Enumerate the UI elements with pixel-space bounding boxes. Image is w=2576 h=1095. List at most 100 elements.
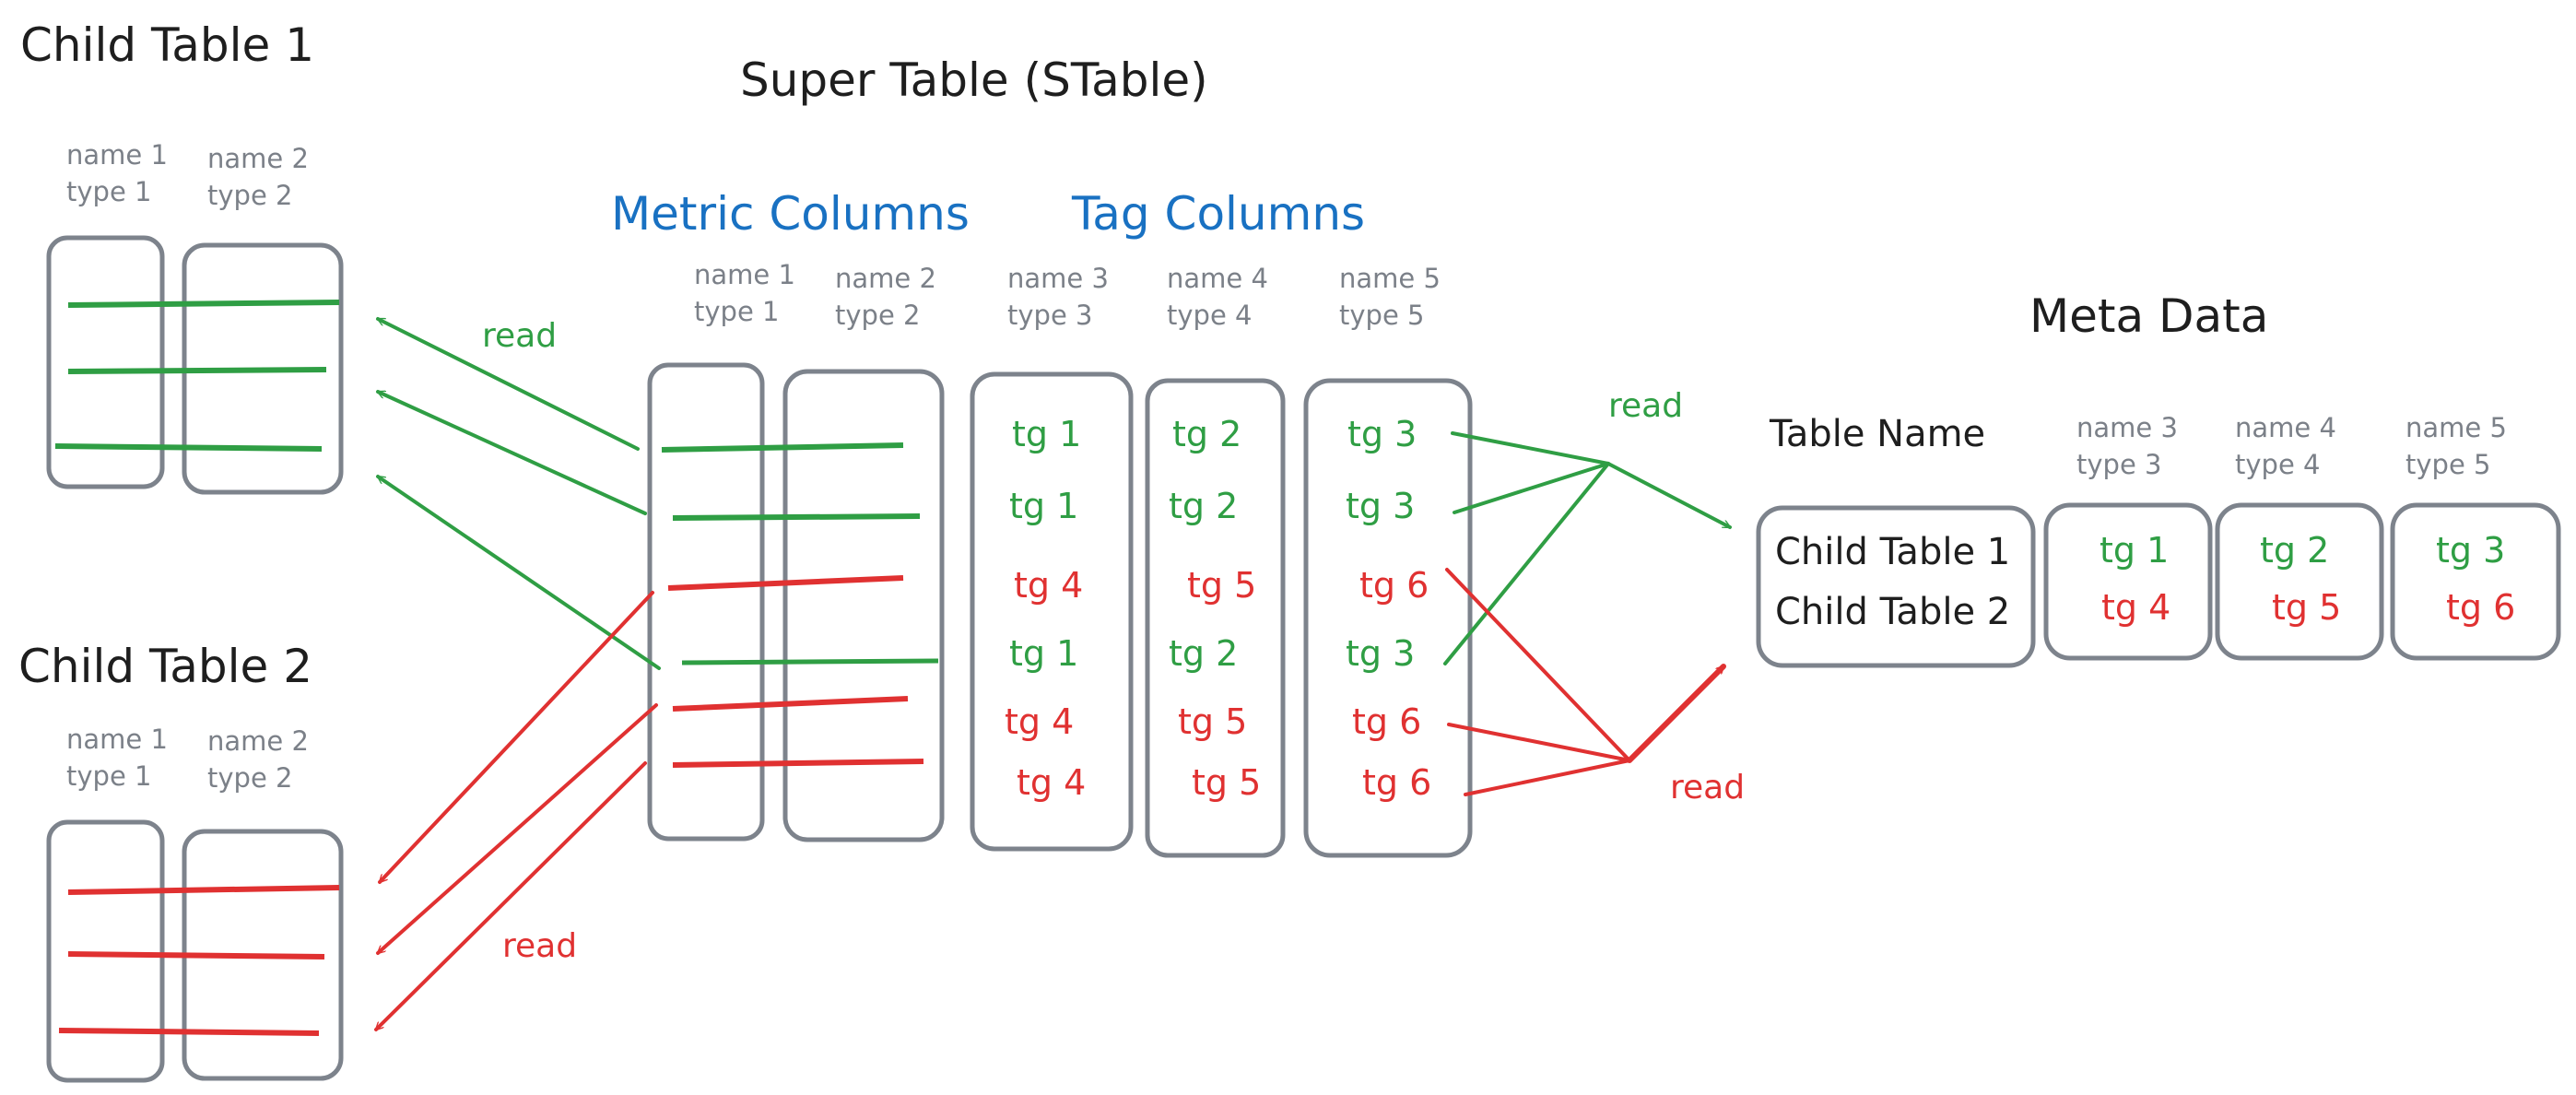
tag-column-box	[970, 371, 1134, 852]
child-table-1-title: Child Table 1	[20, 18, 314, 72]
tag-value: tg 6	[1362, 762, 1431, 803]
tag-value: tg 6	[2446, 587, 2515, 628]
data-row-line	[67, 885, 340, 895]
tag-value: tg 3	[1346, 486, 1415, 526]
arrow	[378, 390, 647, 515]
super-table-title: Super Table (STable)	[740, 53, 1208, 107]
tag-value: tg 5	[1192, 762, 1261, 803]
arrow-segment	[1445, 568, 1631, 762]
super-table: name 1 type 1 name 2 type 2 name 3 type …	[647, 259, 1473, 858]
read-label: read	[482, 317, 557, 355]
tag-value: tg 5	[1178, 701, 1247, 742]
column-type: type 5	[2405, 449, 2490, 480]
tag-value: tg 6	[1359, 565, 1429, 606]
tag-value: tg 1	[2100, 530, 2169, 571]
column-name: name 5	[2405, 412, 2507, 443]
tag-column-box	[2215, 502, 2384, 661]
arrow-segment	[1464, 759, 1631, 796]
column-type: type 4	[1167, 300, 1252, 331]
meta-data-title: Meta Data	[2029, 289, 2268, 343]
tag-value: tg 4	[1014, 565, 1083, 606]
tag-value: tg 1	[1009, 633, 1078, 674]
column-name: name 3	[1007, 263, 1109, 294]
arrow	[378, 591, 654, 884]
table-name-value: Child Table 2	[1775, 591, 2010, 633]
read-arrows-child-2	[374, 591, 658, 1031]
tag-value: tg 2	[1169, 633, 1238, 674]
tag-value: tg 2	[1172, 414, 1241, 454]
column-type: type 1	[66, 760, 151, 792]
tag-column-box	[2043, 502, 2213, 661]
arrow-segment	[1443, 462, 1610, 665]
metric-column-box	[782, 369, 945, 842]
column-name: name 5	[1339, 263, 1441, 294]
read-arrows-meta-green	[1443, 431, 1730, 665]
column-type: type 2	[207, 180, 292, 211]
column-box	[46, 819, 165, 1083]
table-name-value: Child Table 1	[1775, 531, 2010, 573]
read-label: read	[1608, 387, 1683, 425]
tag-value: tg 3	[1347, 414, 1417, 454]
column-type: type 3	[2076, 449, 2161, 480]
child-table-2: name 1 type 1 name 2 type 2	[46, 724, 344, 1083]
data-row-line	[58, 1028, 320, 1036]
column-type: type 2	[207, 762, 292, 794]
table-name-header: Table Name	[1769, 413, 1985, 455]
data-row-line	[67, 951, 325, 960]
metric-columns-title: Metric Columns	[611, 187, 970, 241]
column-type: type 4	[2235, 449, 2320, 480]
data-row-line	[661, 442, 904, 453]
tag-value: tg 1	[1009, 486, 1078, 526]
column-type: type 5	[1339, 300, 1424, 331]
column-name: name 1	[66, 724, 168, 755]
column-name: name 1	[66, 139, 168, 171]
tag-value: tg 4	[1017, 762, 1086, 803]
tag-column-box	[2390, 502, 2561, 661]
arrow-segment	[1447, 723, 1631, 762]
column-type: type 1	[694, 296, 779, 327]
data-row-line	[67, 300, 340, 308]
column-type: type 2	[835, 300, 920, 331]
arrow	[1627, 664, 1726, 763]
data-row-line	[67, 367, 327, 374]
column-name: name 2	[835, 263, 936, 294]
column-type: type 3	[1007, 300, 1092, 331]
tag-value: tg 6	[1352, 701, 1421, 742]
column-name: name 1	[694, 259, 795, 290]
column-name: name 4	[1167, 263, 1268, 294]
read-arrows-child-1	[376, 317, 661, 670]
data-row-line	[672, 513, 921, 521]
tag-column-box	[1303, 378, 1473, 858]
tag-value: tg 2	[1169, 486, 1238, 526]
arrow	[378, 317, 640, 451]
data-row-line	[667, 575, 904, 591]
column-box	[46, 235, 165, 489]
tag-value: tg 3	[2436, 530, 2505, 571]
data-row-line	[672, 696, 909, 712]
tag-value: tg 5	[1187, 565, 1256, 606]
tag-value: tg 5	[2272, 587, 2341, 628]
data-row-line	[54, 443, 323, 452]
column-name: name 2	[207, 725, 309, 757]
data-row-line	[672, 759, 924, 768]
child-table-1: name 1 type 1 name 2 type 2	[46, 139, 344, 495]
child-table-2-title: Child Table 2	[18, 640, 312, 693]
tag-value: tg 1	[1012, 414, 1081, 454]
column-type: type 1	[66, 176, 151, 207]
arrow	[1606, 462, 1730, 529]
column-name: name 3	[2076, 412, 2178, 443]
arrow-segment	[1451, 431, 1610, 465]
data-row-line	[681, 658, 939, 665]
tag-value: tg 2	[2260, 530, 2329, 571]
read-arrows-meta-red	[1445, 568, 1726, 796]
tag-column-box	[1145, 378, 1286, 858]
tag-value: tg 4	[2101, 587, 2170, 628]
read-label: read	[1670, 769, 1745, 807]
meta-data-table: Table Name name 3 type 3 name 4 type 4 n…	[1756, 412, 2561, 668]
arrow	[376, 475, 661, 670]
arrow	[376, 703, 658, 955]
tag-value: tg 4	[1005, 701, 1074, 742]
tag-columns-title: Tag Columns	[1071, 187, 1365, 241]
table-name-box	[1756, 505, 2036, 668]
